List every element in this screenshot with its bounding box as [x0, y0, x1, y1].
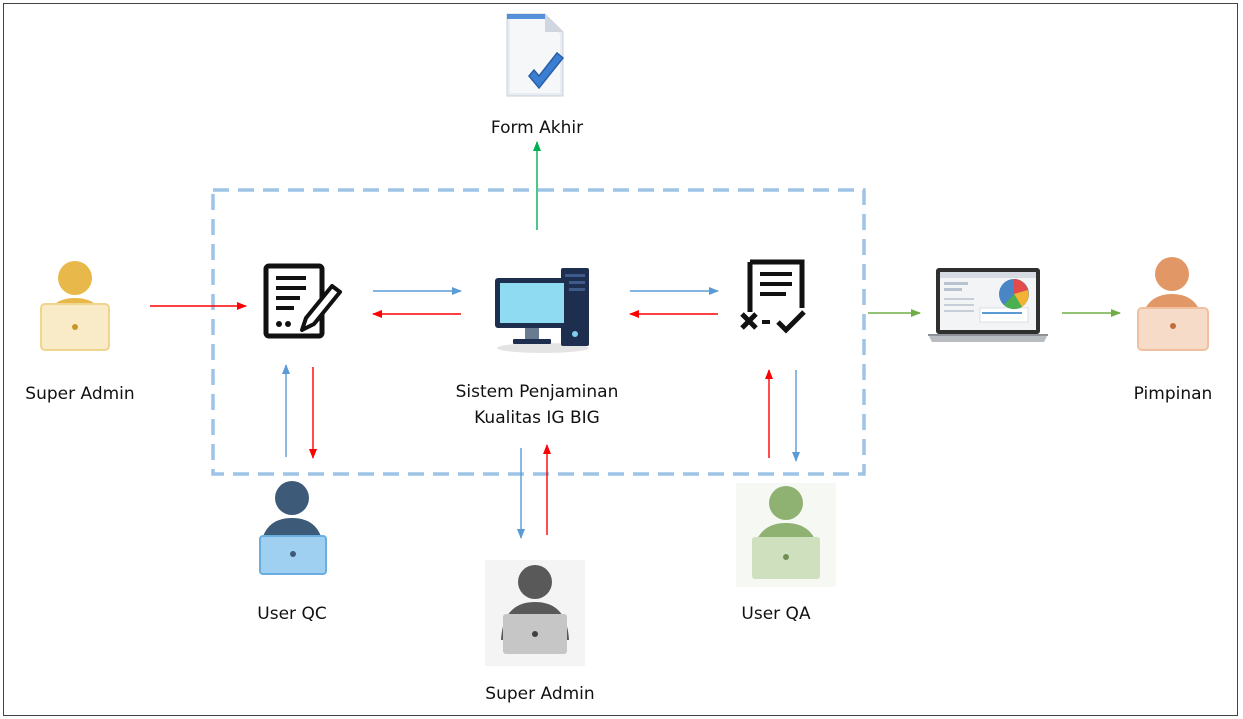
system-boundary — [211, 188, 866, 476]
pimpinan-label: Pimpinan — [1133, 384, 1213, 404]
form-edit-icon — [263, 263, 342, 339]
user-laptop-icon — [259, 481, 327, 575]
diagram-frame — [3, 3, 1238, 716]
user-laptop-icon — [1137, 257, 1209, 351]
form-akhir-label: Form Akhir — [490, 118, 584, 138]
system-title-line2: Kualitas IG BIG — [474, 408, 600, 428]
super-admin-bottom-label: Super Admin — [485, 684, 595, 704]
laptop-dashboard-icon — [928, 268, 1048, 342]
super-admin-left-label: Super Admin — [25, 384, 135, 404]
system-title-line1: Sistem Penjaminan — [455, 382, 619, 402]
computer-server-icon — [495, 268, 589, 353]
checklist-icon — [740, 259, 806, 334]
document-check-icon — [506, 13, 565, 97]
flow-arrows — [150, 141, 1121, 539]
user-qa-label: User QA — [741, 604, 811, 624]
user-laptop-icon — [736, 483, 836, 587]
user-qc-label: User QC — [257, 604, 327, 624]
user-laptop-icon — [40, 261, 110, 351]
user-laptop-icon — [485, 560, 585, 666]
